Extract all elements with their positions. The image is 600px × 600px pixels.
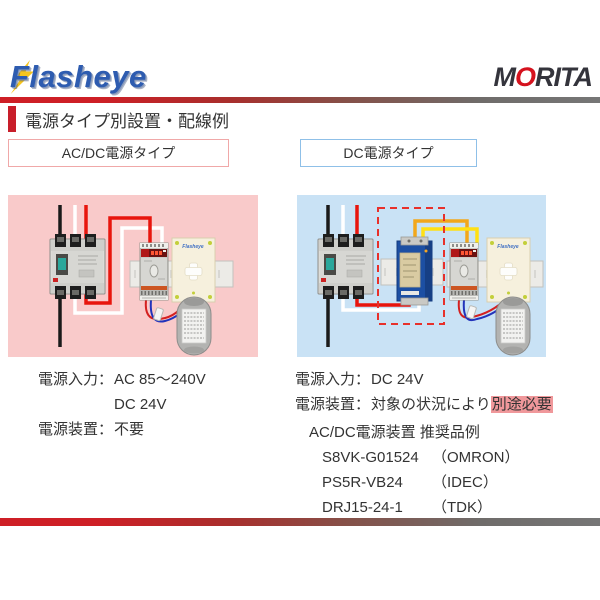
recommended-products-title: AC/DC電源装置 推奨品例	[309, 424, 480, 441]
wire-connector	[153, 307, 164, 322]
power-input-line2: DC 24V	[38, 392, 206, 417]
left-column-header: AC/DC電源タイプ	[8, 139, 229, 167]
dc-wiring-diagram: Flasheye	[317, 205, 544, 356]
power-input-line: 電源入力：DC 24V	[295, 367, 553, 392]
product-maker: （IDEC）	[432, 474, 498, 491]
top-divider-bar	[0, 97, 600, 103]
power-device-value-highlight: 別途必要	[490, 396, 553, 413]
section-title-row: 電源タイプ別設置・配線例	[8, 105, 229, 133]
power-supply-unit	[396, 236, 433, 306]
flasheye-small-logo: Flasheye	[497, 244, 519, 250]
right-column-header: DC電源タイプ	[300, 139, 477, 167]
power-input-label: 電源入力：	[38, 371, 114, 388]
psu-dashed-outline	[377, 207, 445, 325]
flasheye-logo: Flasheye	[10, 58, 147, 96]
product-row: S8VK-G01524 （OMRON）	[322, 445, 520, 470]
power-input-line: 電源入力：AC 85～240V	[38, 367, 206, 392]
acdc-wiring-diagram-panel: Flasheye	[8, 195, 258, 357]
product-model: S8VK-G01524	[322, 449, 419, 466]
morita-logo: MORITA	[493, 62, 593, 92]
flasheye-small-logo: Flasheye	[182, 244, 204, 250]
recommended-product-list: S8VK-G01524 （OMRON） PS5R-VB24 （IDEC） DRJ15…	[322, 445, 520, 520]
dc-wiring-diagram-panel: Flasheye	[297, 195, 546, 357]
bottom-divider-bar	[0, 518, 600, 526]
acdc-specs: 電源入力：AC 85～240V DC 24V 電源装置：不要	[38, 367, 206, 442]
dc-specs: 電源入力：DC 24V 電源装置：対象の状況により別途必要	[295, 367, 553, 417]
wire-connector	[466, 305, 477, 320]
power-input-value-ac: AC 85～240V	[114, 371, 206, 388]
red-accent-bar	[8, 106, 16, 132]
power-device-line: 電源装置：対象の状況により別途必要	[295, 392, 553, 417]
power-device-line: 電源装置：不要	[38, 417, 206, 442]
wire-orange	[413, 219, 469, 244]
power-input-value-dc: DC 24V	[114, 396, 167, 413]
morita-logo-red-o: O	[514, 62, 536, 92]
wire-yellow	[421, 227, 479, 245]
product-model: DRJ15-24-1	[322, 499, 403, 516]
product-maker: （TDK）	[432, 499, 493, 516]
product-row: PS5R-VB24 （IDEC）	[322, 470, 520, 495]
power-device-value-plain: 対象の状況により	[371, 396, 491, 413]
product-maker: （OMRON）	[432, 449, 520, 466]
page-title: 電源タイプ別設置・配線例	[25, 111, 229, 131]
power-device-label: 電源装置：	[295, 396, 371, 413]
power-input-label: 電源入力：	[295, 371, 371, 388]
power-device-label: 電源装置：	[38, 421, 114, 438]
power-device-value: 不要	[114, 421, 145, 438]
product-row: DRJ15-24-1 （TDK）	[322, 495, 520, 520]
power-input-value: DC 24V	[371, 371, 424, 388]
product-model: PS5R-VB24	[322, 474, 403, 491]
acdc-wiring-diagram: Flasheye	[49, 205, 234, 356]
flasheye-logo-text: Flasheye	[10, 59, 147, 94]
